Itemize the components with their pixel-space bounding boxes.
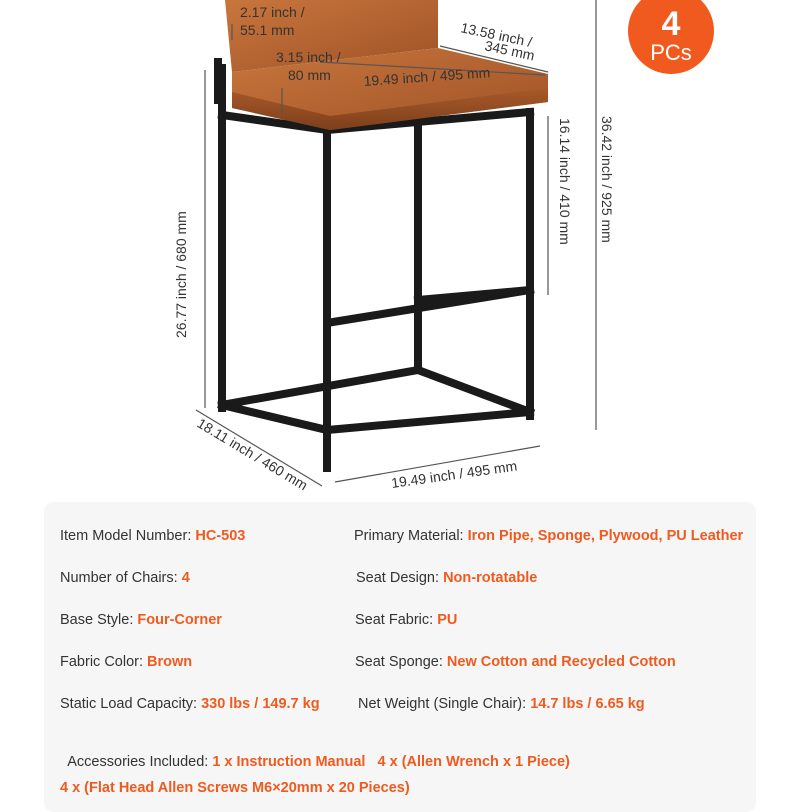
spec-number-of-chairs: Number of Chairs: 4 bbox=[60, 570, 190, 586]
dim-leg-height: 16.14 inch / 410 mm bbox=[557, 118, 573, 245]
dimension-lines bbox=[195, 0, 597, 487]
spec-value: Brown bbox=[147, 654, 193, 670]
quantity-badge: 4 PCs bbox=[628, 0, 714, 74]
seat-side bbox=[232, 88, 548, 130]
spec-label: Primary Material: bbox=[354, 528, 468, 544]
spec-value: Iron Pipe, Sponge, Plywood, PU Leather bbox=[467, 528, 744, 544]
spec-label: Seat Fabric: bbox=[355, 612, 438, 628]
spec-seat-fabric: Seat Fabric: PU bbox=[355, 612, 457, 628]
dim-total-height: 36.42 inch / 925 mm bbox=[599, 116, 615, 243]
spec-primary-material: Primary Material: Iron Pipe, Sponge, Ply… bbox=[354, 528, 743, 544]
dim-seat-thickness-1: 3.15 inch / bbox=[276, 49, 341, 65]
spec-label: Fabric Color: bbox=[60, 654, 148, 670]
spec-fabric-color: Fabric Color: Brown bbox=[60, 654, 192, 670]
dim-seat-thickness-2: 80 mm bbox=[288, 67, 331, 83]
spec-value: 330 lbs / 149.7 kg bbox=[201, 696, 320, 712]
spec-value: 4 x (Flat Head Allen Screws M6×20mm x 20… bbox=[60, 780, 410, 796]
dim-backrest-thickness-1: 2.17 inch / bbox=[240, 4, 305, 20]
badge-unit: PCs bbox=[650, 40, 692, 65]
spec-value: HC-503 bbox=[195, 528, 246, 544]
dim-base-width: 19.49 inch / 495 mm bbox=[390, 457, 518, 490]
dim-base-depth: 18.11 inch / 460 mm bbox=[194, 415, 310, 494]
spec-value: Non-rotatable bbox=[443, 570, 538, 586]
spec-value: Four-Corner bbox=[137, 612, 222, 628]
spec-card bbox=[44, 502, 756, 812]
spec-label: Net Weight (Single Chair): bbox=[358, 696, 531, 712]
spec-label: Seat Design: bbox=[356, 570, 444, 586]
bar-stool-drawing: 2.17 inch / 55.1 mm 3.15 inch / 80 mm 19… bbox=[173, 0, 615, 494]
spec-label: Accessories Included: bbox=[67, 754, 213, 770]
dim-seat-height: 26.77 inch / 680 mm bbox=[173, 211, 189, 338]
spec-accessories: Accessories Included: 1 x Instruction Ma… bbox=[60, 738, 570, 770]
product-illustration: 2.17 inch / 55.1 mm 3.15 inch / 80 mm 19… bbox=[173, 0, 615, 494]
dim-backrest-thickness-2: 55.1 mm bbox=[240, 22, 294, 38]
spec-accessories-screws: 4 x (Flat Head Allen Screws M6×20mm x 20… bbox=[60, 780, 410, 796]
badge-count: 4 bbox=[661, 5, 681, 43]
spec-label: Base Style: bbox=[60, 612, 138, 628]
spec-static-load: Static Load Capacity: 330 lbs / 149.7 kg bbox=[60, 696, 320, 712]
spec-label: Number of Chairs: bbox=[60, 570, 182, 586]
spec-base-style: Base Style: Four-Corner bbox=[60, 612, 222, 628]
stool-frame bbox=[214, 58, 536, 472]
spec-value: New Cotton and Recycled Cotton bbox=[446, 654, 676, 670]
spec-model-number: Item Model Number: HC-503 bbox=[60, 528, 245, 544]
spec-seat-sponge: Seat Sponge: New Cotton and Recycled Cot… bbox=[355, 654, 676, 670]
spec-label: Static Load Capacity: bbox=[60, 696, 202, 712]
spec-value: PU bbox=[437, 612, 458, 628]
spec-label: Item Model Number: bbox=[60, 528, 196, 544]
spec-net-weight: Net Weight (Single Chair): 14.7 lbs / 6.… bbox=[358, 696, 645, 712]
spec-value: 4 bbox=[181, 570, 190, 586]
spec-value: 14.7 lbs / 6.65 kg bbox=[530, 696, 645, 712]
spec-seat-design: Seat Design: Non-rotatable bbox=[356, 570, 537, 586]
spec-label: Seat Sponge: bbox=[355, 654, 447, 670]
backrest bbox=[225, 0, 438, 72]
spec-value: 1 x Instruction Manual 4 x (Allen Wrench… bbox=[212, 754, 570, 770]
